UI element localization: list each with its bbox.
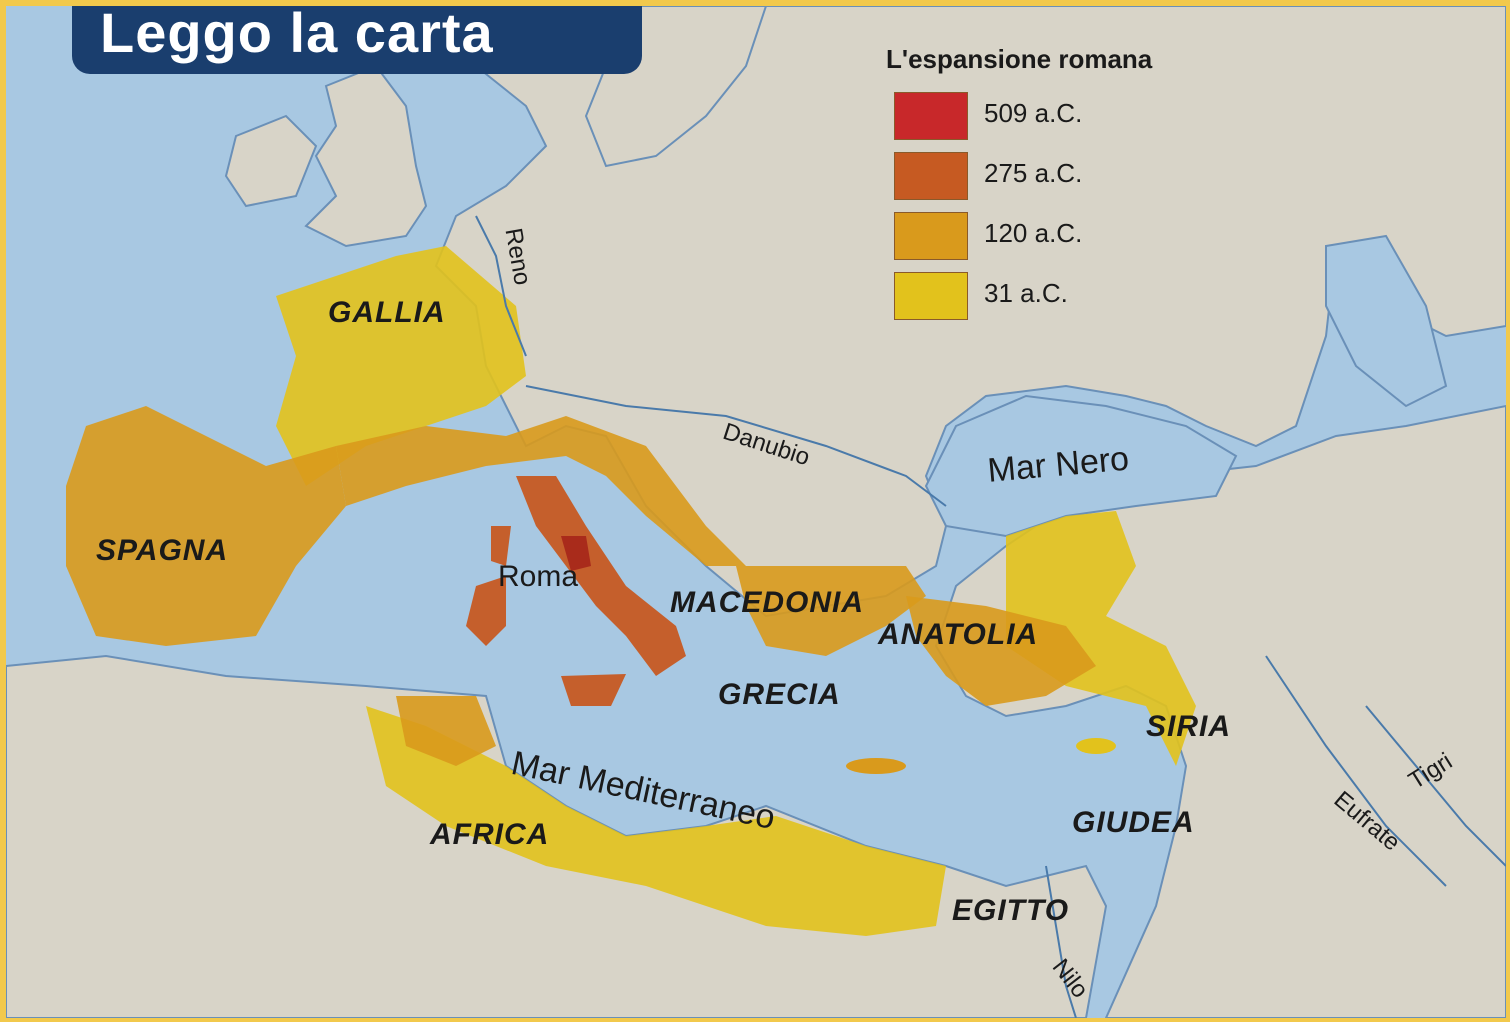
territory-120ac-macedonia: [736, 566, 926, 656]
river-danubio: [525, 385, 947, 507]
label-egitto: EGITTO: [952, 894, 1070, 927]
caspian-sea: [1325, 234, 1448, 408]
label-africa: AFRICA: [430, 818, 550, 851]
legend-swatch: [894, 92, 968, 140]
territory-275ac-sicilia: [561, 674, 626, 706]
label-city-roma: Roma: [498, 560, 579, 593]
legend-item-275: 275 a.C.: [894, 152, 1194, 204]
label-gallia: GALLIA: [328, 296, 446, 329]
territory-31ac-africa: [366, 706, 946, 936]
legend-swatch: [894, 272, 968, 320]
legend-title: L'espansione romana: [886, 44, 1153, 74]
legend-item-120: 120 a.C.: [894, 212, 1194, 264]
label-giudea: GIUDEA: [1072, 806, 1195, 839]
territory-509ac-roma: [561, 536, 591, 571]
legend-label: 31 a.C.: [984, 278, 1068, 308]
label-siria: SIRIA: [1146, 710, 1232, 743]
label-grecia: GRECIA: [718, 678, 841, 711]
legend-label: 120 a.C.: [984, 218, 1083, 248]
legend-swatch: [894, 152, 968, 200]
legend: L'espansione romana 509 a.C. 275 a.C. 12…: [886, 44, 1246, 334]
legend-item-31: 31 a.C.: [894, 272, 1194, 324]
island-creta: [846, 758, 906, 774]
territory-120ac-provincia: [336, 416, 746, 566]
land-ireland: [224, 114, 318, 208]
territory-275ac-italia: [516, 476, 686, 676]
territory-31ac-gallia: [276, 246, 526, 486]
territory-275ac-corsica: [491, 526, 511, 566]
label-spagna: SPAGNA: [96, 534, 229, 567]
territory-120ac-spagna: [66, 406, 346, 646]
map-canvas: [6, 6, 1506, 1018]
label-anatolia: ANATOLIA: [878, 618, 1039, 651]
map-frame: Leggo la carta L'espansione romana 509 a…: [6, 6, 1506, 1018]
page-title: Leggo la carta: [100, 6, 494, 64]
river-nilo: [1045, 865, 1077, 1018]
territory-120ac-asia: [906, 596, 1096, 706]
land-britain: [304, 64, 428, 248]
legend-label: 275 a.C.: [984, 158, 1083, 188]
island-cipro: [1076, 738, 1116, 754]
legend-swatch: [894, 212, 968, 260]
territory-31ac-anatolia: [1006, 511, 1196, 766]
black-sea: [924, 394, 1238, 538]
title-tab: Leggo la carta: [72, 6, 642, 74]
river-reno: [475, 215, 527, 357]
river-tigri: [1365, 705, 1506, 867]
territory-275ac-sardegna: [466, 576, 506, 646]
territory-120ac-africa: [396, 696, 496, 766]
river-eufrate: [1265, 655, 1447, 887]
legend-label: 509 a.C.: [984, 98, 1083, 128]
legend-item-509: 509 a.C.: [894, 92, 1194, 144]
label-macedonia: MACEDONIA: [670, 586, 864, 619]
